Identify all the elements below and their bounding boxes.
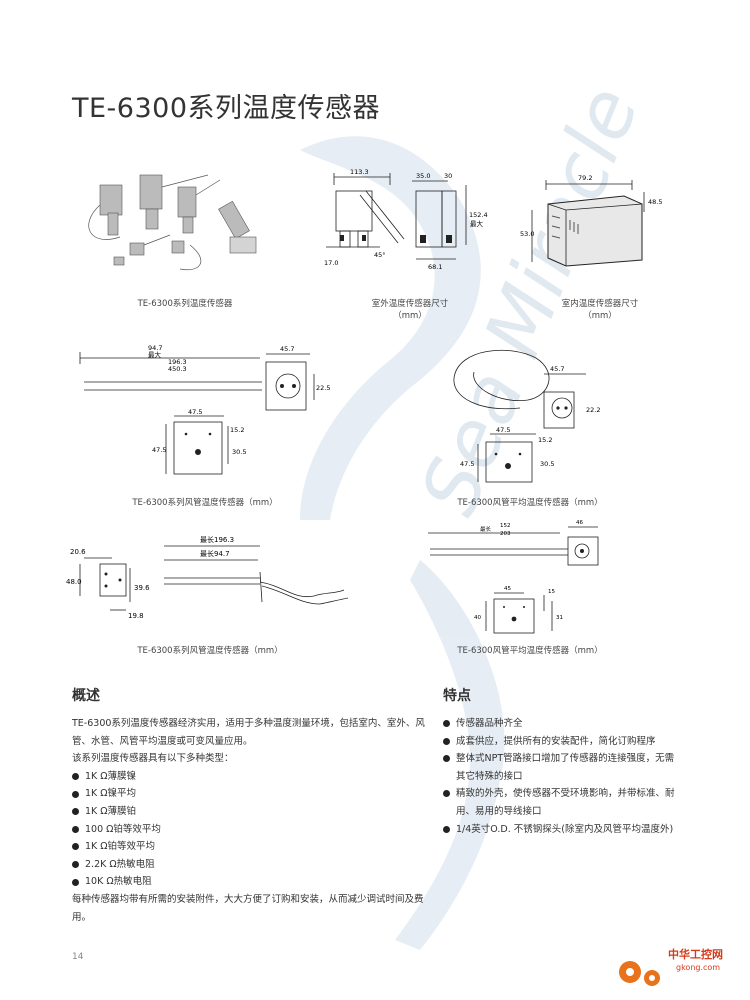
page-number: 14 [72,952,84,962]
list-item: 1K Ω铂等效平均 [72,838,432,856]
svg-text:最长: 最长 [480,525,492,533]
duct-avg2-dimension-drawing: 最长 152 203 46 45 15 40 31 [428,520,599,634]
overview-outro: 每种传感器均带有所需的安装附件，大大方便了订购和安装，从而减少调试时间及费用。 [72,893,424,923]
svg-text:152.4: 152.4 [469,211,488,219]
svg-text:68.1: 68.1 [428,263,442,271]
svg-text:47.5: 47.5 [460,460,474,468]
indoor-dimension-drawing: 79.2 48.5 53.0 [520,174,662,267]
features-list: 传感器品种齐全 成套供应，提供所有的安装配件，简化订购程序 整体式NPT管路接口… [443,715,683,838]
sensors-photo [88,174,257,271]
caption-outdoor: 室外温度传感器尺寸（mm） [371,299,449,321]
list-item: 成套供应，提供所有的安装配件，简化订购程序 [443,733,683,751]
logo-url: gkong.com [676,963,721,972]
overview-types-intro: 该系列温度传感器具有以下多种类型： [72,753,234,765]
list-item: 1K Ω薄膜镍 [72,768,432,786]
svg-text:30.5: 30.5 [232,448,246,456]
svg-text:46: 46 [576,520,583,526]
svg-text:47.5: 47.5 [152,446,166,454]
duct-dimension-drawing: 94.7 最大 196.3 450.3 45.7 22.5 47.5 15.2 … [79,344,330,475]
svg-text:94.7: 94.7 [148,344,162,352]
list-item: 1K Ω薄膜铂 [72,803,432,821]
svg-text:45: 45 [504,586,511,592]
page-title: TE-6300系列温度传感器 [72,93,381,124]
svg-text:450.3: 450.3 [168,365,187,373]
overview-body: TE-6300系列温度传感器经济实用，适用于多种温度测量环境，包括室内、室外、风… [72,715,432,926]
svg-text:15.2: 15.2 [230,426,244,434]
svg-text:113.3: 113.3 [350,168,369,176]
svg-text:19.8: 19.8 [128,612,144,620]
overview-heading: 概述 [72,688,100,704]
svg-text:45.7: 45.7 [550,365,564,373]
svg-text:31: 31 [556,615,563,621]
svg-text:45°: 45° [374,251,386,259]
gkong-logo-icon [619,961,660,986]
svg-text:最长196.3: 最长196.3 [200,535,234,544]
svg-text:196.3: 196.3 [168,358,187,366]
svg-text:40: 40 [474,615,481,621]
caption-photo: TE-6300系列温度传感器 [137,299,233,309]
svg-text:48.5: 48.5 [648,198,662,206]
svg-text:39.6: 39.6 [134,584,150,592]
svg-text:最大: 最大 [148,350,162,359]
duct-avg-dimension-drawing: 45.7 22.2 47.5 15.2 47.5 30.5 [453,349,600,483]
svg-text:20.6: 20.6 [70,548,86,556]
outdoor-dimension-drawing: 113.3 17.0 45° 35.0 30 152.4 最大 68.1 [324,168,488,271]
list-item: 1K Ω镍平均 [72,785,432,803]
svg-text:30.5: 30.5 [540,460,554,468]
svg-text:22.5: 22.5 [316,384,330,392]
list-item: 10K Ω热敏电阻 [72,873,432,891]
caption-indoor: 室内温度传感器尺寸（mm） [561,299,639,321]
svg-text:47.5: 47.5 [188,408,202,416]
svg-text:203: 203 [500,531,511,537]
svg-text:15: 15 [548,589,555,595]
logo-text: 中华工控网 [668,948,723,961]
svg-text:30: 30 [444,172,452,180]
overview-intro: TE-6300系列温度传感器经济实用，适用于多种温度测量环境，包括室内、室外、风… [72,718,425,747]
svg-text:22.2: 22.2 [586,406,600,414]
svg-text:152: 152 [500,523,511,529]
list-item: 整体式NPT管路接口增加了传感器的连接强度，无需其它特殊的接口 [443,750,683,785]
svg-text:45.7: 45.7 [280,345,294,353]
list-item: 2.2K Ω热敏电阻 [72,856,432,874]
caption-duct2: TE-6300系列风管温度传感器（mm） [137,646,283,656]
svg-text:15.2: 15.2 [538,436,552,444]
caption-duct: TE-6300系列风管温度传感器（mm） [132,498,278,508]
caption-duct-avg2: TE-6300风管平均温度传感器（mm） [457,646,603,656]
features-heading: 特点 [443,688,471,704]
list-item: 精致的外壳，使传感器不受环境影响，并带标准、耐用、易用的导线接口 [443,785,683,820]
svg-text:48.0: 48.0 [66,578,82,586]
svg-text:最大: 最大 [470,219,484,228]
list-item: 传感器品种齐全 [443,715,683,733]
list-item: 1/4英寸O.D. 不锈钢探头(除室内及风管平均温度外) [443,821,683,839]
duct2-dimension-drawing: 20.6 48.0 39.6 19.8 最长196.3 最长94.7 [66,535,349,620]
svg-text:17.0: 17.0 [324,259,338,267]
svg-text:47.5: 47.5 [496,426,510,434]
svg-text:79.2: 79.2 [578,174,592,182]
list-item: 100 Ω铂等效平均 [72,821,432,839]
svg-text:最长94.7: 最长94.7 [200,549,230,558]
svg-text:53.0: 53.0 [520,230,534,238]
caption-duct-avg: TE-6300风管平均温度传感器（mm） [457,498,603,508]
svg-text:35.0: 35.0 [416,172,430,180]
